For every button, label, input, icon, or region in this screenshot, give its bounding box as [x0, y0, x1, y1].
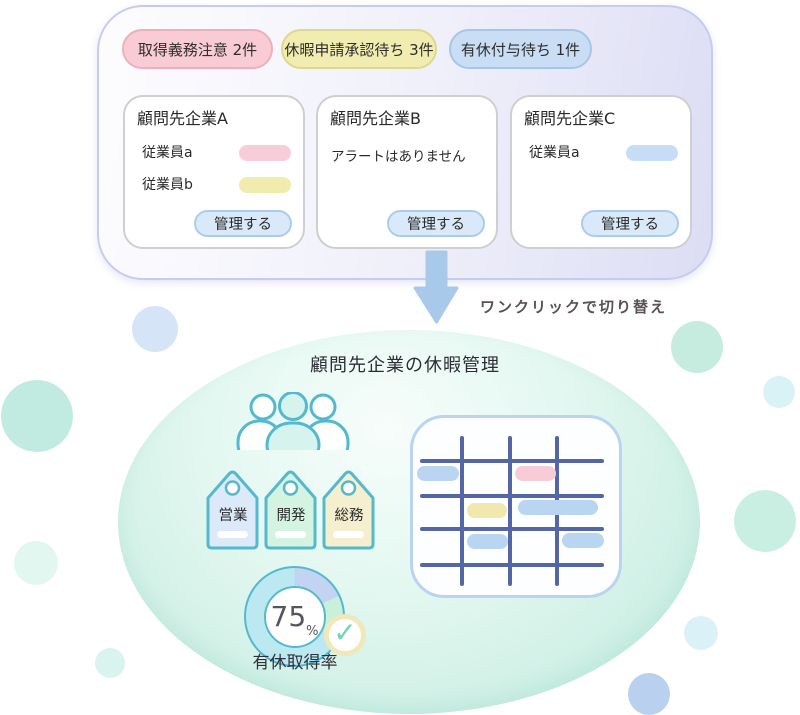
decorative-bubble — [132, 306, 178, 352]
client-card-a: 顧問先企業A 従業員a 従業員b 管理する — [123, 95, 305, 249]
attendance-rate-value: 75 — [270, 599, 307, 633]
detail-view-title: 顧問先企業の休暇管理 — [310, 355, 500, 376]
tag-label: 総務 — [334, 508, 364, 524]
status-badge-obligation: 取得義務注意 2件 — [122, 29, 273, 69]
decorative-bubble — [14, 541, 58, 585]
no-alert-message: アラートはありません — [331, 149, 466, 165]
client-card-b: 顧問先企業B アラートはありません 管理する — [316, 95, 498, 249]
schedule-bar — [518, 500, 598, 515]
schedule-bar — [417, 466, 459, 481]
grid-line — [420, 527, 604, 531]
down-arrow-icon — [413, 250, 459, 324]
grid-line — [420, 459, 604, 463]
decorative-bubble — [734, 490, 796, 552]
client-card-title: 顧問先企業B — [330, 109, 421, 128]
decorative-bubble — [763, 376, 795, 408]
schedule-bar — [515, 466, 556, 481]
grid-line — [420, 563, 604, 567]
grid-line — [420, 494, 604, 498]
department-tag-dev: 開発 — [263, 468, 319, 551]
decorative-bubble — [95, 648, 125, 678]
grid-line — [460, 436, 464, 586]
department-tag-sales: 営業 — [205, 468, 261, 551]
decorative-bubble — [671, 321, 723, 373]
transition-caption: ワンクリックで切り替え — [480, 298, 668, 316]
decorative-bubble — [628, 673, 670, 715]
check-circle-icon: ✓ — [324, 614, 366, 656]
donut-center: 75 % — [263, 585, 326, 648]
schedule-bar — [562, 533, 604, 548]
manage-button[interactable]: 管理する — [194, 210, 292, 237]
tag-bar — [333, 531, 364, 538]
client-card-title: 顧問先企業A — [137, 109, 228, 128]
grid-line — [508, 436, 512, 586]
tag-icon — [206, 470, 259, 550]
attendance-rate-label: 有休取得率 — [252, 653, 338, 673]
tag-bar — [217, 531, 248, 538]
tag-icon — [264, 470, 317, 550]
alert-pill — [626, 145, 678, 161]
schedule-grid — [410, 415, 622, 598]
tag-icon — [322, 470, 375, 550]
decorative-bubble — [1, 380, 73, 452]
manage-button[interactable]: 管理する — [387, 210, 485, 237]
employee-label: 従業員b — [142, 177, 193, 193]
tag-bar — [275, 531, 306, 538]
client-card-title: 顧問先企業C — [524, 109, 616, 128]
tag-label: 営業 — [218, 508, 248, 524]
department-tag-admin: 総務 — [321, 468, 377, 551]
status-badge-grant: 有休付与待ち 1件 — [449, 29, 592, 69]
alert-panel: 取得義務注意 2件 休暇申請承認待ち 3件 有休付与待ち 1件 顧問先企業A 従… — [97, 5, 713, 280]
manage-button[interactable]: 管理する — [581, 210, 679, 237]
schedule-bar — [467, 503, 507, 518]
attendance-rate-unit: % — [306, 623, 319, 639]
people-group-icon — [236, 392, 350, 450]
alert-pill — [239, 177, 291, 193]
client-card-c: 顧問先企業C 従業員a 管理する — [510, 95, 692, 249]
employee-label: 従業員a — [529, 145, 580, 161]
tag-label: 開発 — [276, 508, 306, 524]
schedule-bar — [467, 534, 508, 549]
status-badge-approval: 休暇申請承認待ち 3件 — [281, 29, 437, 69]
decorative-bubble — [684, 616, 718, 650]
employee-label: 従業員a — [142, 145, 193, 161]
alert-pill — [239, 145, 291, 161]
